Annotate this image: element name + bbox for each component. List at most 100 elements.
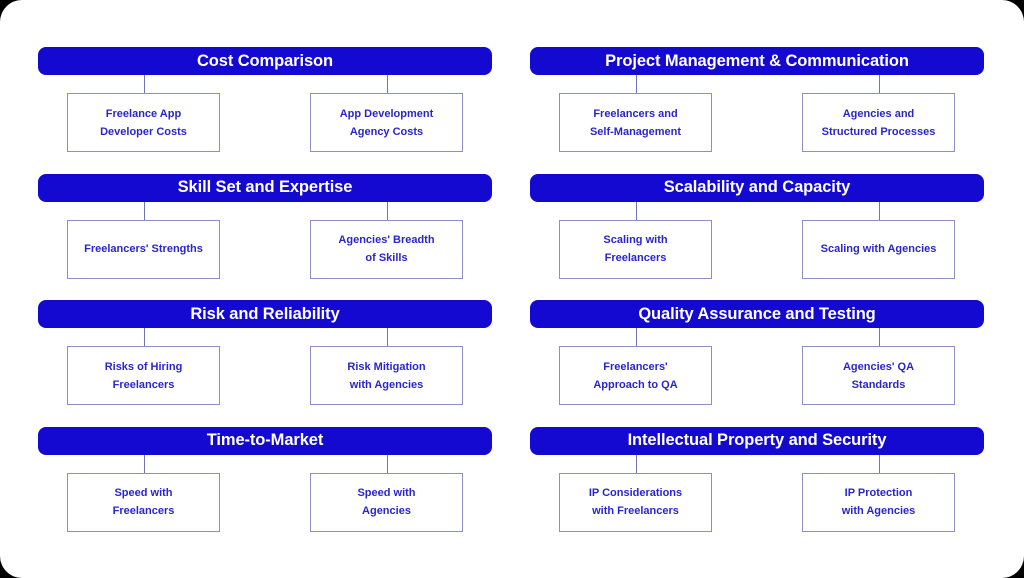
child-card[interactable]: Freelancers' Strengths <box>67 219 220 279</box>
child-wrap: Freelancers and Self-Management <box>559 75 712 152</box>
child-card[interactable]: Speed with Freelancers <box>67 472 220 532</box>
child-card[interactable]: Agencies' QA Standards <box>802 346 955 405</box>
group-header[interactable]: Time-to-Market <box>38 426 492 455</box>
child-wrap: Agencies' Breadth of Skills <box>310 201 463 279</box>
group-header[interactable]: Cost Comparison <box>38 47 492 75</box>
group-children: Freelancers' Strengths Agencies' Breadth… <box>38 201 492 279</box>
group-children: Speed with Freelancers Speed with Agenci… <box>38 454 492 532</box>
card-line-1: Speed with <box>357 487 416 499</box>
card-line-2: Self-Management <box>589 125 682 138</box>
child-wrap: Risks of Hiring Freelancers <box>67 328 220 405</box>
card-line-1: IP Considerations <box>588 487 683 499</box>
card-line-1: Risks of Hiring <box>104 360 183 373</box>
group-header[interactable]: Scalability and Capacity <box>530 173 984 202</box>
card-line-1: Agencies' Breadth <box>338 234 435 246</box>
group-children: Freelance App Developer Costs App Develo… <box>38 75 492 152</box>
card-line-1: Agencies and <box>842 107 915 120</box>
child-card[interactable]: Risks of Hiring Freelancers <box>67 346 220 405</box>
card-line-2: Freelancers <box>604 252 667 264</box>
child-wrap: Freelancers' Approach to QA <box>559 328 712 405</box>
child-wrap: Freelance App Developer Costs <box>67 75 220 152</box>
child-card[interactable]: Speed with Agencies <box>310 472 463 532</box>
child-card[interactable]: Scaling with Agencies <box>802 219 955 279</box>
group-quality-assurance-testing: Quality Assurance and Testing Freelancer… <box>530 300 984 427</box>
card-line-1: Scaling with Agencies <box>820 243 937 255</box>
card-line-2: with Agencies <box>841 505 916 517</box>
child-wrap: IP Protection with Agencies <box>802 454 955 532</box>
child-card[interactable]: Agencies' Breadth of Skills <box>310 219 463 279</box>
connector-line <box>386 201 388 220</box>
connector-line <box>386 328 388 346</box>
card-line-2: with Agencies <box>349 378 424 391</box>
group-skill-set-expertise: Skill Set and Expertise Freelancers' Str… <box>38 173 492 301</box>
child-wrap: Agencies and Structured Processes <box>802 75 955 152</box>
group-intellectual-property-security: Intellectual Property and Security IP Co… <box>530 426 984 554</box>
group-time-to-market: Time-to-Market Speed with Freelancers Sp… <box>38 426 492 554</box>
card-line-1: Freelance App <box>105 107 182 120</box>
group-header[interactable]: Project Management & Communication <box>530 47 984 75</box>
child-card[interactable]: Scaling with Freelancers <box>559 219 712 279</box>
child-wrap: Agencies' QA Standards <box>802 328 955 405</box>
group-header[interactable]: Quality Assurance and Testing <box>530 300 984 328</box>
child-card[interactable]: Freelancers' Approach to QA <box>559 346 712 405</box>
card-line-1: Freelancers' <box>603 360 668 373</box>
card-line-2: Approach to QA <box>593 378 678 391</box>
connector-line <box>635 454 637 473</box>
child-wrap: Scaling with Agencies <box>802 201 955 279</box>
card-line-1: Scaling with <box>603 234 668 246</box>
child-card[interactable]: IP Considerations with Freelancers <box>559 472 712 532</box>
child-wrap: Freelancers' Strengths <box>67 201 220 279</box>
group-children: Risks of Hiring Freelancers Risk Mitigat… <box>38 328 492 405</box>
card-line-2: Developer Costs <box>100 125 187 138</box>
card-line-2: Structured Processes <box>821 125 936 138</box>
group-project-management-communication: Project Management & Communication Freel… <box>530 47 984 174</box>
connector-line <box>143 201 145 220</box>
connector-line <box>878 328 880 346</box>
card-line-2: of Skills <box>365 252 408 264</box>
connector-line <box>878 454 880 473</box>
card-line-2: Freelancers <box>112 378 175 391</box>
group-scalability-capacity: Scalability and Capacity Scaling with Fr… <box>530 173 984 301</box>
card-line-1: IP Protection <box>844 487 913 499</box>
card-line-1: Speed with <box>114 487 173 499</box>
connector-line <box>143 454 145 473</box>
group-header[interactable]: Risk and Reliability <box>38 300 492 328</box>
card-line-2: with Freelancers <box>592 505 679 517</box>
child-wrap: Risk Mitigation with Agencies <box>310 328 463 405</box>
connector-line <box>635 75 637 93</box>
group-header[interactable]: Intellectual Property and Security <box>530 426 984 455</box>
connector-line <box>143 75 145 93</box>
group-risk-reliability: Risk and Reliability Risks of Hiring Fre… <box>38 300 492 427</box>
connector-line <box>635 201 637 220</box>
card-line-1: App Development <box>339 107 434 120</box>
connector-line <box>635 328 637 346</box>
card-line-1: Agencies' QA <box>842 360 915 373</box>
group-cost-comparison: Cost Comparison Freelance App Developer … <box>38 47 492 174</box>
child-wrap: Speed with Agencies <box>310 454 463 532</box>
group-children: Scaling with Freelancers Scaling with Ag… <box>530 201 984 279</box>
child-card[interactable]: Agencies and Structured Processes <box>802 93 955 152</box>
child-card[interactable]: Risk Mitigation with Agencies <box>310 346 463 405</box>
child-card[interactable]: Freelancers and Self-Management <box>559 93 712 152</box>
group-children: IP Considerations with Freelancers IP Pr… <box>530 454 984 532</box>
child-wrap: Scaling with Freelancers <box>559 201 712 279</box>
child-wrap: App Development Agency Costs <box>310 75 463 152</box>
card-line-1: Risk Mitigation <box>347 360 426 373</box>
group-header[interactable]: Skill Set and Expertise <box>38 173 492 202</box>
connector-line <box>143 328 145 346</box>
child-card[interactable]: Freelance App Developer Costs <box>67 93 220 152</box>
group-children: Freelancers' Approach to QA Agencies' QA… <box>530 328 984 405</box>
card-line-2: Agencies <box>362 505 411 517</box>
child-card[interactable]: IP Protection with Agencies <box>802 472 955 532</box>
card-line-2: Freelancers <box>112 505 175 517</box>
connector-line <box>878 75 880 93</box>
connector-line <box>386 454 388 473</box>
child-card[interactable]: App Development Agency Costs <box>310 93 463 152</box>
card-line-1: Freelancers and <box>593 107 678 120</box>
group-children: Freelancers and Self-Management Agencies… <box>530 75 984 152</box>
card-line-1: Freelancers' Strengths <box>84 243 203 255</box>
card-line-2: Standards <box>851 378 906 391</box>
child-wrap: Speed with Freelancers <box>67 454 220 532</box>
